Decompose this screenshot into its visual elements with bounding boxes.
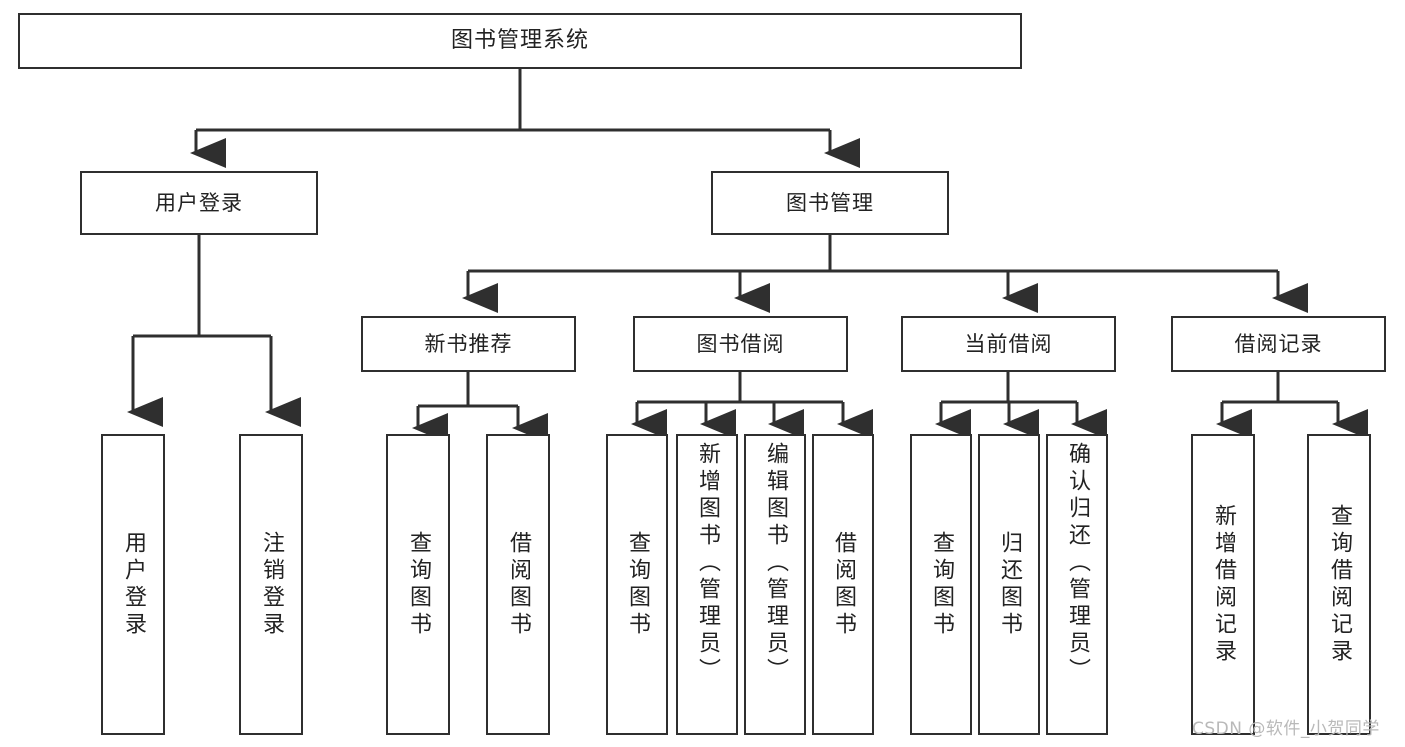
leaf-borrow-book-rec-label: 借阅图书 bbox=[506, 530, 531, 639]
node-borrow-record[interactable]: 借阅记录 bbox=[1171, 316, 1386, 372]
node-book-manage-label: 图书管理 bbox=[786, 190, 874, 215]
node-root-label: 图书管理系统 bbox=[450, 28, 589, 54]
leaf-user-login[interactable]: 用户登录 bbox=[101, 434, 165, 735]
leaf-query-book-borrow[interactable]: 查询图书 bbox=[606, 434, 668, 735]
leaf-query-book-current-label: 查询图书 bbox=[929, 530, 954, 639]
leaf-confirm-return-admin-label: 确认归还（管理员） bbox=[1065, 442, 1090, 685]
leaf-edit-book-admin[interactable]: 编辑图书（管理员） bbox=[744, 434, 806, 735]
node-user-login-label: 用户登录 bbox=[155, 190, 243, 215]
leaf-add-book-admin-label: 新增图书（管理员） bbox=[695, 442, 720, 685]
leaf-query-borrow-record[interactable]: 查询借阅记录 bbox=[1307, 434, 1371, 735]
leaf-return-book[interactable]: 归还图书 bbox=[978, 434, 1040, 735]
leaf-query-book-rec[interactable]: 查询图书 bbox=[386, 434, 450, 735]
node-user-login[interactable]: 用户登录 bbox=[80, 171, 318, 235]
node-book-borrow[interactable]: 图书借阅 bbox=[633, 316, 848, 372]
leaf-borrow-book-borrow-label: 借阅图书 bbox=[831, 530, 856, 639]
leaf-logout[interactable]: 注销登录 bbox=[239, 434, 303, 735]
leaf-user-login-label: 用户登录 bbox=[121, 530, 146, 639]
node-current-borrow[interactable]: 当前借阅 bbox=[901, 316, 1116, 372]
node-book-manage[interactable]: 图书管理 bbox=[711, 171, 949, 235]
node-root[interactable]: 图书管理系统 bbox=[18, 13, 1022, 69]
leaf-query-borrow-record-label: 查询借阅记录 bbox=[1327, 503, 1352, 666]
leaf-logout-label: 注销登录 bbox=[259, 530, 284, 639]
leaf-query-book-rec-label: 查询图书 bbox=[406, 530, 431, 639]
leaf-borrow-book-borrow[interactable]: 借阅图书 bbox=[812, 434, 874, 735]
leaf-confirm-return-admin[interactable]: 确认归还（管理员） bbox=[1046, 434, 1108, 735]
node-borrow-record-label: 借阅记录 bbox=[1234, 331, 1323, 356]
leaf-query-book-borrow-label: 查询图书 bbox=[625, 530, 650, 639]
leaf-query-book-current[interactable]: 查询图书 bbox=[910, 434, 972, 735]
leaf-add-borrow-record[interactable]: 新增借阅记录 bbox=[1191, 434, 1255, 735]
csdn-watermark: CSDN @软件_小贺同学 bbox=[1192, 719, 1380, 739]
leaf-add-borrow-record-label: 新增借阅记录 bbox=[1211, 503, 1236, 666]
leaf-edit-book-admin-label: 编辑图书（管理员） bbox=[763, 442, 788, 685]
node-current-borrow-label: 当前借阅 bbox=[964, 331, 1053, 356]
node-book-borrow-label: 图书借阅 bbox=[696, 331, 785, 356]
node-new-book-recommend[interactable]: 新书推荐 bbox=[361, 316, 576, 372]
node-new-book-recommend-label: 新书推荐 bbox=[424, 331, 513, 356]
leaf-borrow-book-rec[interactable]: 借阅图书 bbox=[486, 434, 550, 735]
leaf-return-book-label: 归还图书 bbox=[997, 530, 1022, 639]
leaf-add-book-admin[interactable]: 新增图书（管理员） bbox=[676, 434, 738, 735]
